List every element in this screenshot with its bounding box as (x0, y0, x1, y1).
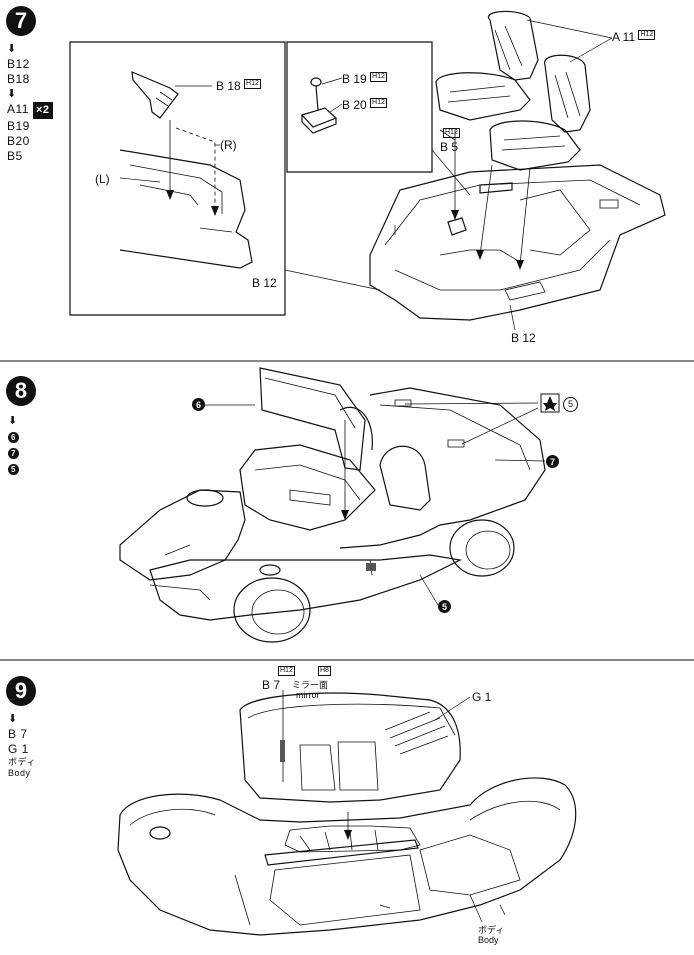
paint-badge: H12 (244, 79, 261, 89)
label-body-jp: ボディ (478, 925, 505, 935)
label-assembly-5-text: 5 (441, 601, 447, 612)
down-arrow-icon: ⬇ (8, 713, 18, 725)
label-b20: B 20 H12 (342, 98, 387, 112)
multiplier-badge: ×2 (32, 102, 53, 119)
detail-frame-middle (286, 41, 433, 173)
step-8-parts-sequence: ⬇ 6 7 5 (8, 414, 19, 477)
step-7-parts-sequence: ⬇ B12 B18 ⬇ A11×2 B19 B20 B5 (7, 42, 53, 164)
label-mirror-jp: ミラー面 (292, 680, 329, 690)
seq-b5: B5 (7, 149, 23, 163)
chassis-tub (369, 129, 666, 331)
seat-part-a11-lower (489, 19, 613, 171)
label-b18: B 18 H12 (216, 79, 261, 93)
label-left-side: (L) (95, 172, 110, 186)
paint-badge: H12 (638, 30, 656, 40)
label-b20-text: B 20 (342, 98, 367, 112)
pedal-part-b18 (131, 71, 212, 119)
small-part (366, 563, 376, 571)
label-b5-paint: H12 (443, 128, 460, 138)
label-mirror-en: mirror (296, 690, 320, 700)
step-9-number: 9 (6, 676, 36, 706)
seq-b12: B12 (7, 57, 30, 71)
seq-b19: B19 (7, 119, 30, 133)
label-assembly-6: 6 (192, 398, 205, 411)
paint-badge: H12 (370, 72, 387, 82)
label-b7: B 7 (262, 678, 281, 692)
seq-assembly-6: 6 (8, 432, 19, 443)
down-arrow-icon: ⬇ (8, 415, 18, 427)
star-marker-icon (540, 393, 560, 413)
seq-body-en: Body (8, 768, 31, 778)
seat-part-a11-upper (435, 10, 539, 121)
step-8-number-text: 8 (14, 378, 28, 403)
leader-line (284, 269, 381, 291)
label-a11-text: A 11 (612, 30, 636, 44)
leader-line (431, 149, 471, 196)
detail-frame-left (69, 41, 286, 316)
shift-lever-part-b19-b20 (300, 77, 343, 134)
step-9-parts-sequence: ⬇ B 7 G 1 ボディ Body (8, 712, 36, 779)
label-assembly-5: 5 (438, 600, 451, 613)
label-body-en: Body (478, 935, 499, 945)
seq-body-jp: ボディ (8, 757, 36, 767)
paint-badge: H8 (318, 666, 331, 676)
paint-badge: H12 (443, 128, 460, 138)
label-paint-5: 5 (563, 397, 578, 412)
label-b12-right: B 12 (511, 331, 536, 345)
step-7-number-text: 7 (14, 8, 28, 33)
rear-bulkhead-assembly-6 (205, 367, 373, 471)
label-right-side: (R) (220, 138, 237, 152)
label-b19-text: B 19 (342, 72, 367, 86)
label-assembly-7-text: 7 (549, 456, 555, 467)
windshield-part-g1 (239, 690, 471, 803)
seq-b18: B18 (7, 72, 30, 86)
step-9-number-text: 9 (14, 678, 28, 703)
label-b12-left: B 12 (252, 276, 277, 290)
label-g1: G 1 (472, 690, 492, 704)
seq-g1: G 1 (8, 742, 29, 756)
mirror-part-b7 (280, 740, 285, 762)
footwell-floor (119, 120, 253, 269)
seq-b7: B 7 (8, 727, 28, 741)
seq-assembly-5: 5 (8, 464, 19, 475)
label-b18-text: B 18 (216, 79, 241, 93)
paint-badge: H12 (278, 666, 295, 676)
step-7-number: 7 (6, 6, 36, 36)
paint-badge: H12 (370, 98, 387, 108)
seq-a11: A11 (7, 102, 29, 116)
step-8-number: 8 (6, 376, 36, 406)
down-arrow-icon: ⬇ (7, 43, 17, 55)
down-arrow-icon: ⬇ (7, 88, 17, 100)
label-b19: B 19 H12 (342, 72, 387, 86)
label-a11: A 11 H12 (612, 30, 656, 44)
label-assembly-6-text: 6 (195, 399, 201, 410)
label-assembly-7: 7 (546, 455, 559, 468)
label-h12-badge: H12 (278, 666, 295, 676)
car-body-shell (117, 777, 577, 936)
seq-assembly-7: 7 (8, 448, 19, 459)
seq-b20: B20 (7, 134, 30, 148)
car-chassis-assembly (119, 387, 546, 643)
label-b5: B 5 (440, 140, 459, 154)
label-h8-badge: H8 (318, 666, 331, 676)
